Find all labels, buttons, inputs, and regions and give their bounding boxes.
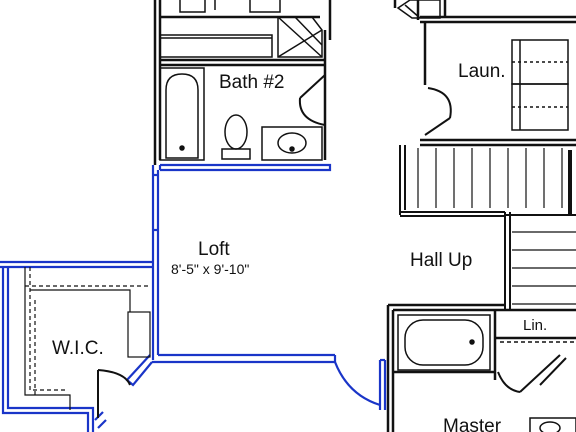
room-label-wic: W.I.C.: [52, 338, 104, 359]
room-label-hall: Hall Up: [410, 250, 472, 271]
room-label-linen: Lin.: [523, 317, 547, 334]
room-label-loft: Loft: [198, 239, 230, 260]
laundry-door: [424, 87, 452, 136]
bath2-walls: [153, 0, 332, 165]
master-sink-icon: [529, 417, 576, 432]
bathtub-icon: [159, 67, 205, 161]
bath2-door: [298, 74, 326, 126]
master-tub-icon: [397, 314, 491, 371]
bath2-upper-fixtures: [159, 0, 281, 58]
wic-door: [97, 369, 131, 418]
toilet-icon: [221, 114, 251, 160]
loft-walls: [151, 163, 387, 410]
wic-shelves: [24, 267, 151, 410]
room-label-master: Master: [443, 416, 502, 432]
room-label-laundry: Laun.: [458, 61, 506, 82]
master-walls: [386, 303, 576, 432]
washer-dryer-icon: [511, 39, 569, 131]
staircase: [399, 145, 576, 310]
sink-icon: [261, 126, 323, 161]
laundry-corner-fixture: [396, 0, 441, 19]
linen-door: [497, 354, 567, 393]
laundry-walls: [393, 0, 576, 147]
room-label-bath2: Bath #2: [219, 72, 285, 93]
room-dimensions-loft: 8'-5" x 9'-10": [171, 261, 249, 277]
stair-treads: [417, 148, 576, 305]
shower-icon: [277, 16, 323, 58]
